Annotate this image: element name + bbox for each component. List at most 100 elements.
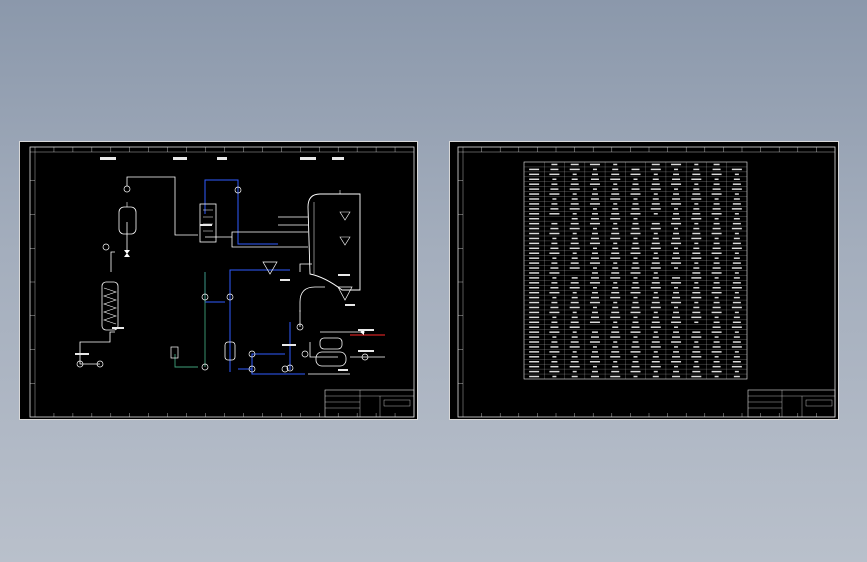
table-cell-value xyxy=(551,242,558,245)
table-cell-value xyxy=(552,336,557,338)
table-cell-value xyxy=(713,282,720,284)
table-cell-value xyxy=(653,370,658,373)
table-cell-value xyxy=(633,237,638,240)
table-cell-value xyxy=(529,351,540,353)
table-cell-value xyxy=(550,188,559,190)
table-cell-value xyxy=(632,203,639,205)
table-cell-value xyxy=(650,168,661,171)
table-cell-value xyxy=(734,213,739,215)
process-flow-diagram xyxy=(29,146,415,418)
drawing-sheet-left xyxy=(19,141,418,420)
material-balance-table xyxy=(457,146,836,418)
table-cell-value xyxy=(652,375,659,378)
table-cell-value xyxy=(632,321,639,324)
table-cell-value xyxy=(672,217,681,220)
white-pipelines xyxy=(79,176,385,375)
table-cell-value xyxy=(732,282,741,284)
table-cell-value xyxy=(714,257,719,259)
table-cell-value xyxy=(590,316,599,319)
table-cell-value xyxy=(612,326,619,328)
title-block xyxy=(324,389,415,418)
separator-vessel-icon xyxy=(170,341,236,361)
table-cell-value xyxy=(633,277,638,279)
valve-icon xyxy=(124,250,364,335)
table-cell-value xyxy=(630,272,641,274)
table-cell-value xyxy=(590,277,599,279)
table-cell-value xyxy=(652,257,659,259)
table-cell-value xyxy=(552,178,557,181)
table-cell-value xyxy=(552,296,557,299)
table-cell-value xyxy=(612,247,619,250)
table-cell-value xyxy=(612,208,619,210)
table-cell-value xyxy=(550,247,559,250)
table-cell-value xyxy=(529,257,540,259)
table-cell-value xyxy=(550,306,559,309)
table-cell-value xyxy=(631,365,640,368)
table-cell-value xyxy=(592,227,597,230)
table-cell-value xyxy=(633,178,638,181)
table-cell-value xyxy=(529,198,540,200)
table-cell-value xyxy=(612,267,619,269)
table-cell-value xyxy=(572,370,577,373)
table-cell-value xyxy=(694,360,699,363)
table-cell-value xyxy=(671,321,682,324)
table-cell-value xyxy=(591,351,598,353)
table-cell-value xyxy=(691,296,702,299)
table-cell-value xyxy=(674,247,679,250)
table-cell-value xyxy=(693,168,700,171)
table-cell-value xyxy=(550,287,559,289)
table-cell-value xyxy=(711,252,722,254)
table-cell-value xyxy=(692,291,701,294)
table-cell-value xyxy=(589,222,600,225)
table-cell-value xyxy=(711,311,722,314)
table-cell-value xyxy=(693,365,700,368)
table-cell-value xyxy=(611,272,620,274)
table-cell-value xyxy=(551,360,558,363)
table-cell-value xyxy=(734,370,739,373)
table-cell-value xyxy=(630,252,641,254)
table-cell-value xyxy=(693,306,700,309)
table-cell-value xyxy=(653,193,658,195)
table-cell-value xyxy=(674,227,679,230)
table-cell-value xyxy=(611,213,620,215)
table-cell-value xyxy=(592,208,597,210)
table-cell-value xyxy=(711,351,722,353)
table-cell-value xyxy=(652,316,659,319)
table-cell-value xyxy=(630,193,641,195)
table-cell-value xyxy=(592,168,597,171)
table-cell-value xyxy=(552,237,557,240)
table-cell-value xyxy=(711,213,722,215)
table-cell-value xyxy=(650,188,661,190)
table-cell-value xyxy=(732,203,741,205)
table-cell-value xyxy=(551,282,558,284)
table-cell-value xyxy=(529,247,540,250)
table-cell-value xyxy=(691,217,702,220)
table-cell-value xyxy=(651,242,660,245)
table-cell-value xyxy=(592,287,597,289)
table-cell-value xyxy=(590,375,599,378)
table-cell-value xyxy=(571,356,578,358)
table-cell-value xyxy=(631,208,640,210)
table-cell-value xyxy=(674,208,679,210)
table-cell-value xyxy=(732,301,741,304)
table-cell-value xyxy=(529,336,540,338)
table-cell-value xyxy=(673,252,680,254)
table-cell-value xyxy=(549,311,560,314)
table-cell-value xyxy=(610,237,621,240)
table-cell-value xyxy=(613,242,618,245)
table-cell-value xyxy=(529,365,540,368)
table-cell-value xyxy=(671,301,682,304)
table-cell-value xyxy=(692,272,701,274)
table-cell-value xyxy=(691,198,702,200)
table-cell-value xyxy=(552,356,557,358)
table-cell-value xyxy=(651,282,660,284)
table-cell-value xyxy=(694,321,699,324)
table-cell-value xyxy=(549,370,560,373)
table-cell-value xyxy=(529,316,540,319)
table-cell-value xyxy=(610,316,621,319)
table-cell-value xyxy=(674,267,679,269)
table-cell-value xyxy=(572,213,577,215)
table-cell-value xyxy=(734,173,739,176)
table-cell-value xyxy=(712,287,721,289)
table-cell-value xyxy=(571,198,578,200)
